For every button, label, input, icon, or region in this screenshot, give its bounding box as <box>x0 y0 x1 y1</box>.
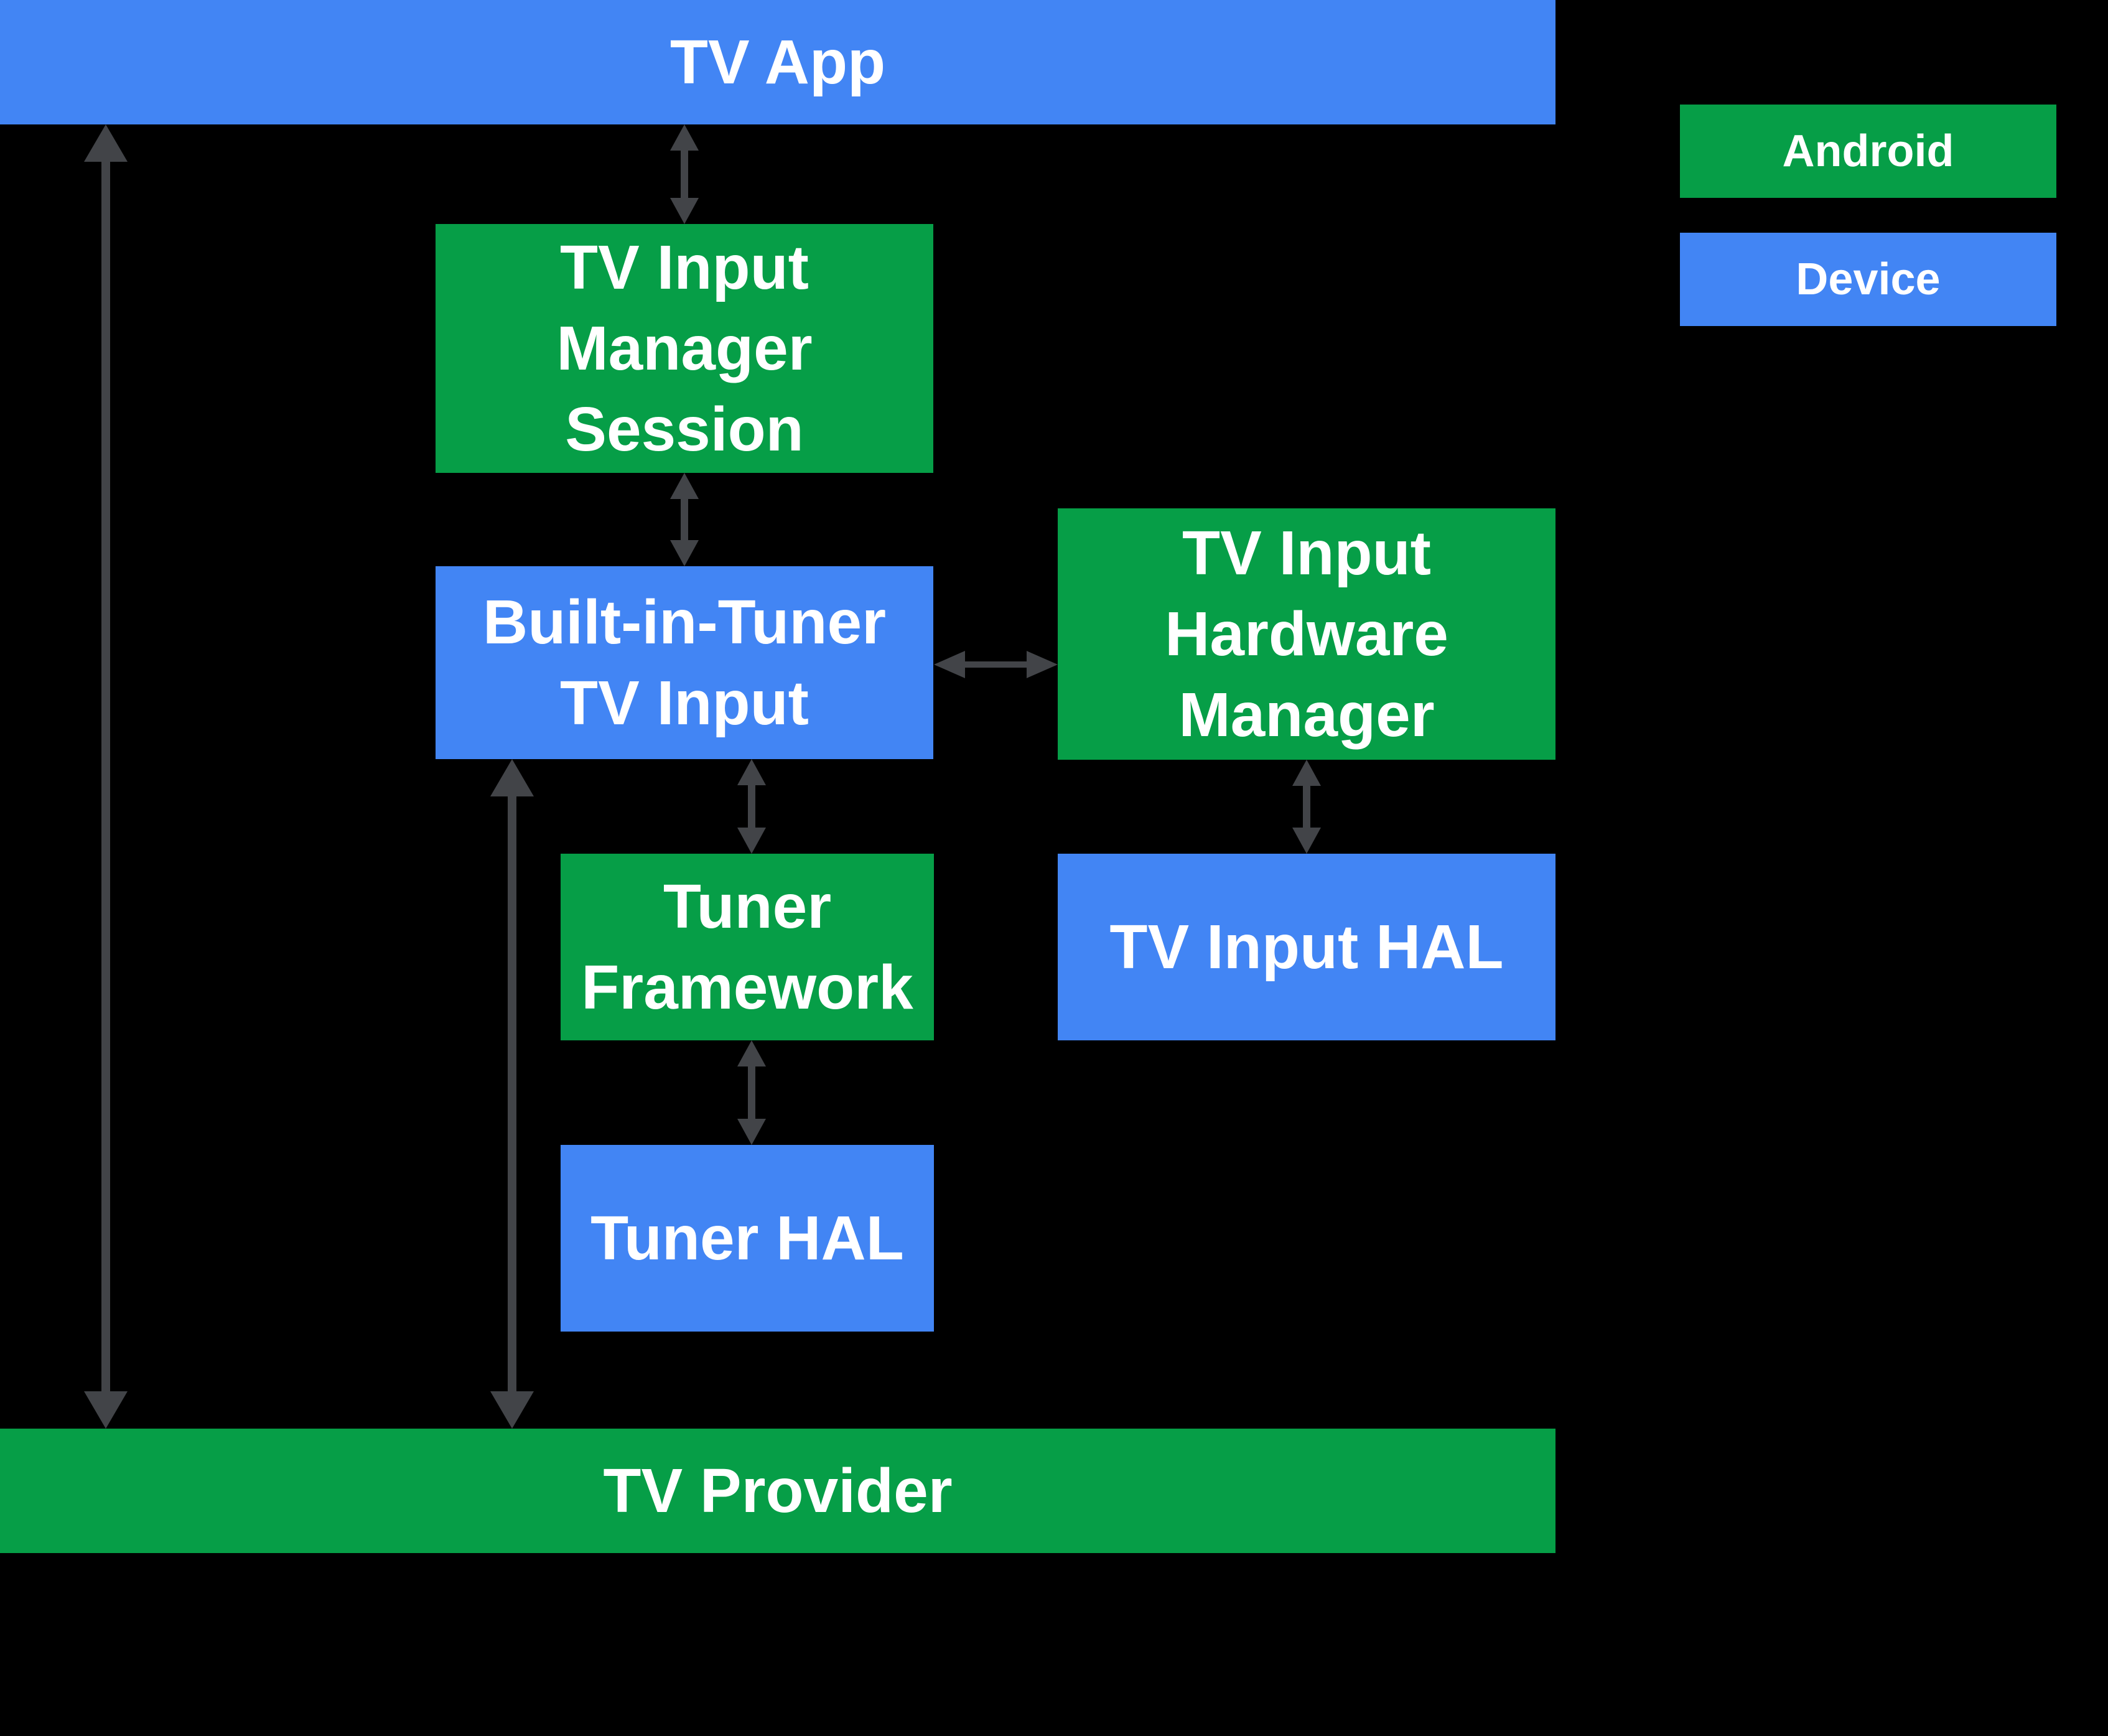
arrow-shaft <box>748 778 755 835</box>
arrow-built-in-tuner-tuner-framework <box>737 759 766 854</box>
node-tv-app-label: TV App <box>669 27 886 97</box>
arrow-tv-app-tv-provider <box>84 124 128 1429</box>
arrowhead-down-icon <box>670 198 699 224</box>
node-tv-input-hardware-manager: TV Input Hardware Manager <box>1058 508 1555 760</box>
arrow-tv-input-manager-session-built-in-tuner <box>670 473 699 566</box>
legend-android: Android <box>1680 105 2056 198</box>
node-tv-input-hal: TV Input HAL <box>1058 854 1555 1040</box>
legend-device-label: Device <box>1796 254 1941 304</box>
node-tuner-hal: Tuner HAL <box>561 1145 934 1332</box>
arrowhead-down-icon <box>490 1391 534 1429</box>
arrow-shaft <box>748 1059 755 1126</box>
arrow-shaft <box>101 152 110 1401</box>
arrow-shaft <box>508 786 516 1401</box>
node-tv-input-hardware-manager-label: TV Input Hardware Manager <box>1165 518 1448 750</box>
arrowhead-right-icon <box>1027 651 1058 678</box>
node-built-in-tuner-tv-input: Built-in-Tuner TV Input <box>436 566 933 759</box>
legend-device: Device <box>1680 233 2056 326</box>
arrowhead-down-icon <box>737 1119 766 1145</box>
arrowhead-down-icon <box>84 1391 128 1429</box>
node-tuner-framework-label: Tuner Framework <box>581 872 913 1022</box>
arrow-built-in-tuner-tv-input-hardware-manager <box>934 651 1058 678</box>
node-tv-input-manager-session-label: TV Input Manager Session <box>556 233 813 464</box>
legend-android-label: Android <box>1782 126 1954 176</box>
arrow-shaft <box>681 492 688 548</box>
arrowhead-down-icon <box>670 540 699 566</box>
arrow-tv-input-hardware-manager-tv-input-hal <box>1292 760 1321 854</box>
arrow-tuner-framework-tuner-hal <box>737 1040 766 1145</box>
node-tv-provider-label: TV Provider <box>603 1456 953 1526</box>
arrow-shaft <box>681 143 688 205</box>
arrowhead-down-icon <box>737 828 766 854</box>
node-tuner-hal-label: Tuner HAL <box>590 1203 904 1273</box>
node-tv-provider: TV Provider <box>0 1429 1555 1553</box>
arrow-tv-app-tv-input-manager-session <box>670 124 699 224</box>
node-tv-input-manager-session: TV Input Manager Session <box>436 224 933 473</box>
node-tuner-framework: Tuner Framework <box>561 854 934 1040</box>
arrow-built-in-tuner-tv-provider <box>490 759 534 1429</box>
node-tv-app: TV App <box>0 0 1555 124</box>
node-built-in-tuner-tv-input-label: Built-in-Tuner TV Input <box>483 587 886 738</box>
node-tv-input-hal-label: TV Input HAL <box>1109 912 1504 982</box>
arrow-shaft <box>1303 778 1310 835</box>
arrowhead-down-icon <box>1292 828 1321 854</box>
arrow-shaft <box>956 661 1036 668</box>
